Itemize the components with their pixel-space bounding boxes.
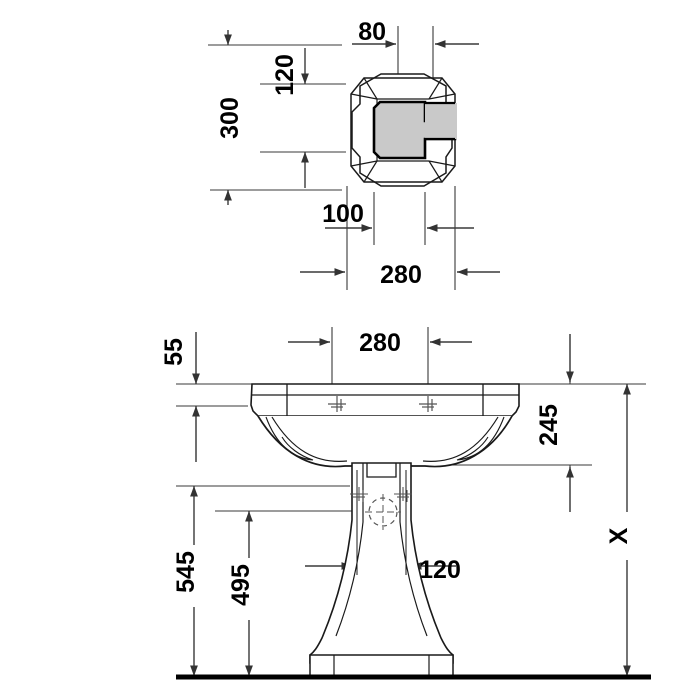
dim-300: 300	[216, 30, 244, 205]
front-elevation-view: 55 280 245 X 545	[160, 327, 651, 680]
washbasin	[250, 383, 520, 468]
dim-495: 495	[227, 511, 265, 676]
dim-55: 55	[160, 332, 200, 462]
dim-280-top: 280	[300, 261, 500, 289]
basin-swoop-right	[456, 416, 505, 461]
dim-80-label: 80	[358, 18, 386, 46]
dim-x-label: X	[605, 527, 633, 544]
dim-545: 545	[172, 486, 210, 676]
dim-495-label: 495	[227, 564, 255, 606]
dim-280-top-label: 280	[380, 261, 422, 289]
dim-495-label-mask	[235, 558, 265, 620]
basin-bowl-inner-curve-left	[271, 416, 348, 462]
pedestal-base	[309, 654, 454, 677]
dim-80: 80	[352, 18, 479, 48]
dim-120-top: 120	[271, 48, 309, 188]
dim-280-front-label: 280	[359, 329, 401, 357]
dim-55-label: 55	[160, 338, 188, 366]
pedestal-inner-line-left	[335, 463, 364, 637]
octagon-facets	[350, 77, 456, 183]
dim-300-label: 300	[216, 97, 244, 139]
pedestal-top-notch	[366, 463, 397, 478]
dim-245-label: 245	[535, 404, 563, 446]
dim-x-label-mask	[612, 512, 642, 560]
dim-100: 100	[322, 200, 474, 232]
dim-120-front-label: 120	[419, 556, 461, 584]
dim-545-label-mask	[180, 545, 210, 607]
top-view-lower-witness-lines	[346, 186, 456, 290]
basin-bowl-inner-curve-right	[422, 416, 499, 462]
dim-545-label: 545	[172, 551, 200, 593]
pedestal-fixing-mark-left	[350, 487, 368, 502]
dim-100-label: 100	[322, 200, 364, 228]
dim-x: X	[605, 384, 642, 676]
basin-swoop-left	[265, 416, 314, 461]
octagon-part	[350, 73, 457, 187]
dim-280-front: 280	[288, 329, 472, 357]
faucet-hole-right	[419, 396, 437, 412]
pedestal	[309, 462, 454, 677]
basin-bowl-underside	[257, 415, 513, 468]
pedestal-inner-line-right	[399, 463, 428, 637]
basin-rim	[250, 383, 520, 417]
faucet-hole-left	[328, 396, 346, 412]
pedestal-fixing-mark-right	[394, 487, 412, 502]
octagon-gray-spur-edges	[425, 101, 455, 141]
top-detail-view: 300 120 80	[208, 18, 500, 290]
octagon-gray-spur	[425, 103, 457, 139]
dim-120-top-label: 120	[271, 54, 299, 96]
dim-245: 245	[535, 404, 563, 446]
